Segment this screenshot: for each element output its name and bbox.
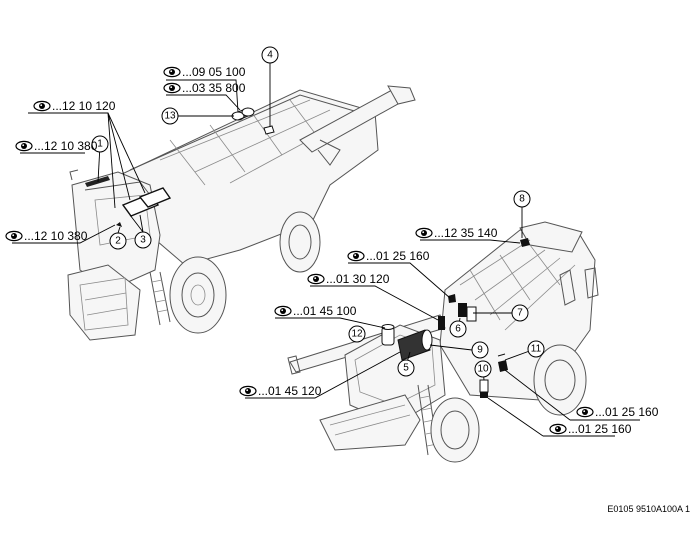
eye-icon [549,423,567,435]
callout-8: 8 [513,190,531,208]
combine-harvester-front-view [287,221,599,463]
svg-text:...01 25 160: ...01 25 160 [568,422,632,436]
svg-text:...01 45 120: ...01 45 120 [258,384,322,398]
callout-11: 11 [527,340,545,358]
svg-text:...01 25 160: ...01 25 160 [595,405,659,419]
reference-12-10-380-top: ...12 10 380 [15,139,98,153]
callout-9: 9 [471,341,489,359]
reference-03-35-800: ...03 35 800 [163,81,246,95]
eye-icon [5,230,23,242]
callout-5: 5 [397,359,415,377]
svg-text:1: 1 [97,139,103,150]
callout-2: 2 [109,232,127,250]
callout-4: 4 [261,46,279,64]
reference-12-35-140: ...12 35 140 [415,226,498,240]
reference-09-05-100: ...09 05 100 [163,65,246,79]
svg-text:8: 8 [519,194,525,205]
svg-text:...09 05 100: ...09 05 100 [182,65,246,79]
svg-text:6: 6 [455,324,461,335]
svg-text:...01 30 120: ...01 30 120 [326,272,390,286]
svg-text:...12 10 380: ...12 10 380 [24,229,88,243]
eye-icon [163,66,181,78]
svg-text:...01 45 100: ...01 45 100 [293,304,357,318]
eye-icon [576,406,594,418]
svg-text:5: 5 [403,363,409,374]
eye-icon [15,140,33,152]
svg-text:11: 11 [531,344,542,355]
svg-text:...03 35 800: ...03 35 800 [182,81,246,95]
callout-7: 7 [511,304,529,322]
callout-6: 6 [449,320,467,338]
svg-text:4: 4 [267,50,273,61]
svg-text:7: 7 [517,308,523,319]
callout-3: 3 [134,231,152,249]
leader-lines [12,63,640,437]
svg-text:13: 13 [164,111,176,122]
callout-13: 13 [161,107,179,125]
eye-icon [415,227,433,239]
callout-12: 12 [348,325,366,343]
callout-1: 1 [91,135,109,153]
eye-icon [307,273,325,285]
reference-01-30-120: ...01 30 120 [307,272,390,286]
svg-text:...12 35 140: ...12 35 140 [434,226,498,240]
reference-12-10-380-left: ...12 10 380 [5,229,88,243]
eye-icon [274,305,292,317]
reference-01-25-160-top: ...01 25 160 [347,249,430,263]
svg-text:...12 10 120: ...12 10 120 [52,99,116,113]
svg-text:...01 25 160: ...01 25 160 [366,249,430,263]
svg-text:12: 12 [351,329,363,340]
combine-harvester-rear-view [67,85,416,341]
drawing-code: E0105 9510A100A 1 [607,504,690,514]
eye-icon [239,385,257,397]
svg-text:3: 3 [140,235,146,246]
svg-text:2: 2 [115,236,121,247]
eye-icon [33,100,51,112]
svg-text:9: 9 [477,345,483,356]
svg-text:10: 10 [477,364,489,375]
callout-10: 10 [474,360,492,378]
reference-01-45-120: ...01 45 120 [239,384,322,398]
svg-text:...12 10 380: ...12 10 380 [34,139,98,153]
reference-01-25-160-bottom: ...01 25 160 [549,422,632,436]
reference-12-10-120: ...12 10 120 [33,99,116,113]
eye-icon [163,82,181,94]
eye-icon [347,250,365,262]
reference-01-45-100: ...01 45 100 [274,304,357,318]
reference-01-25-160-right: ...01 25 160 [576,405,659,419]
